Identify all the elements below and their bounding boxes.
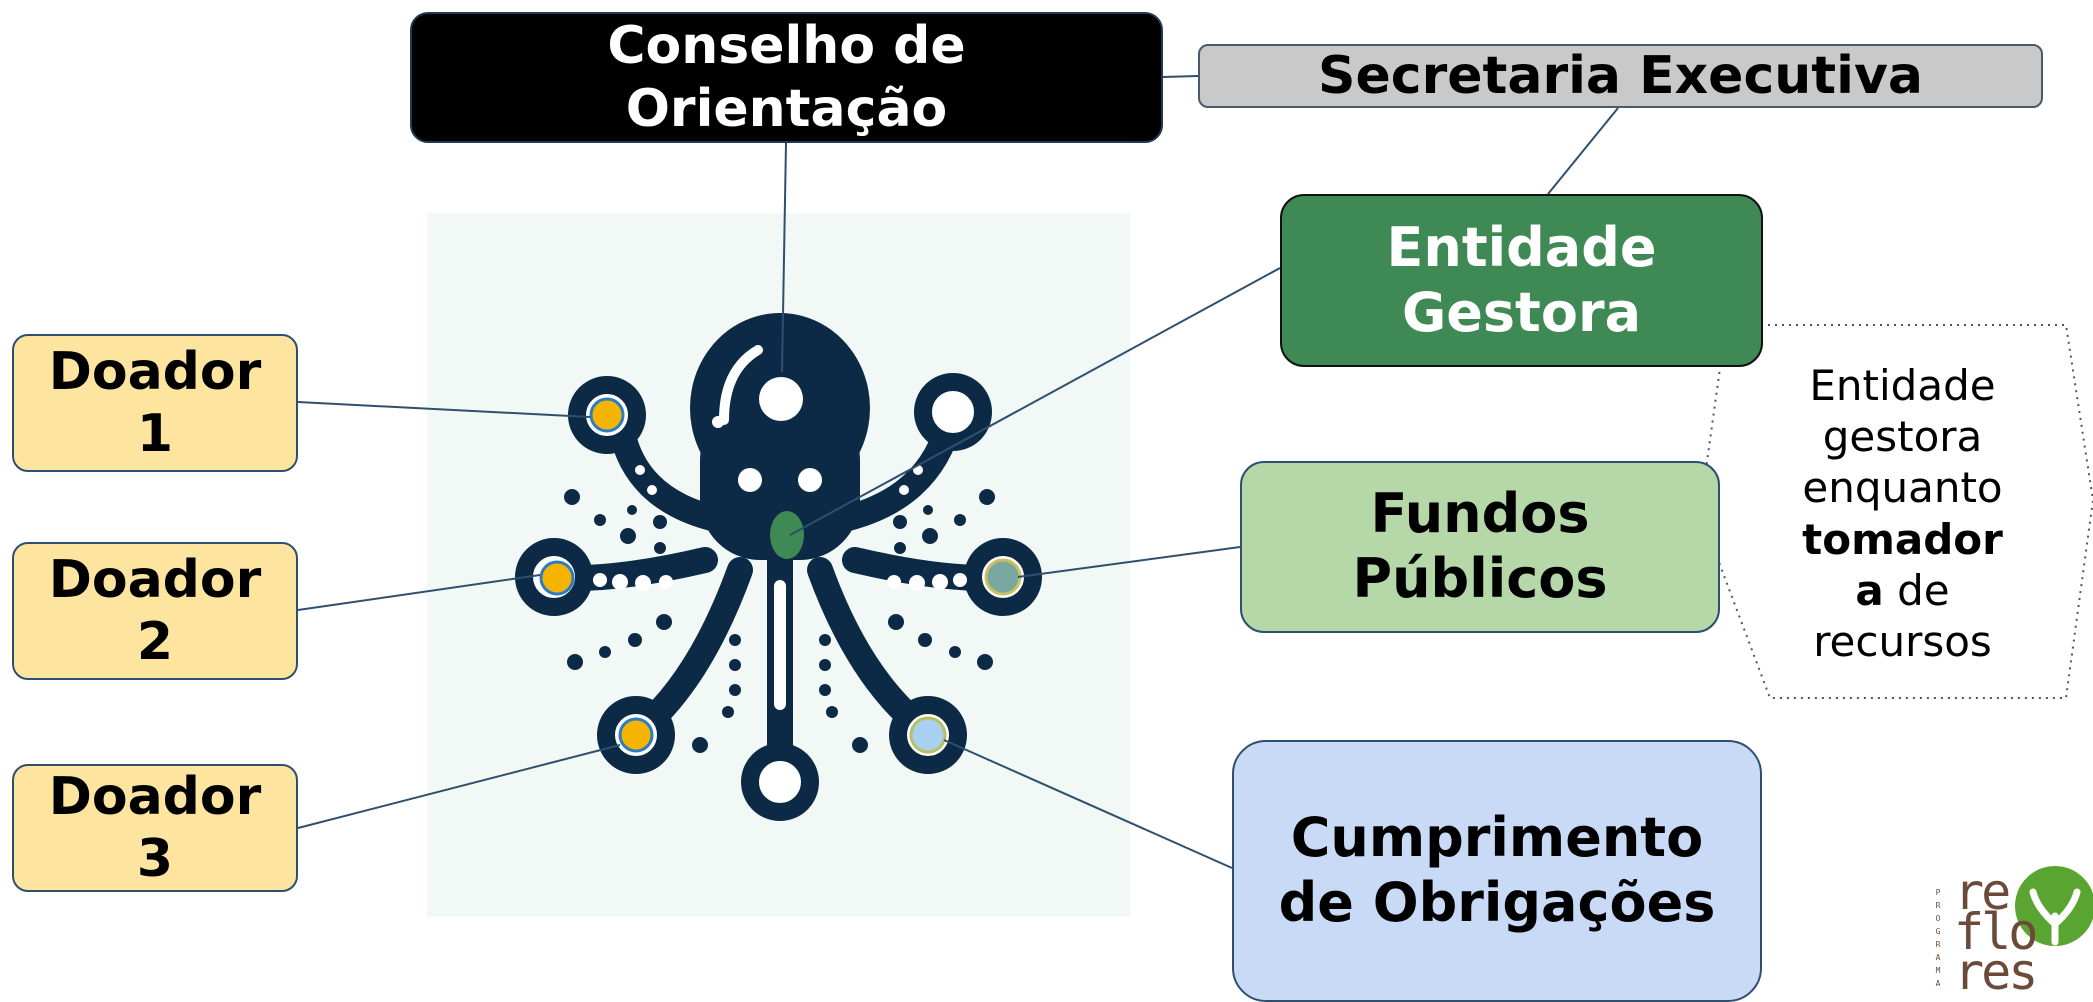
logo-wordmark: re flo res [1954, 863, 2038, 1001]
callout-text: Entidade gestora enquanto tomador a de r… [1770, 360, 2035, 667]
doador-1-line2: 1 [136, 404, 174, 464]
conselho-line1: Conselho de [607, 16, 966, 77]
cumprimento-line2: de Obrigações [1278, 871, 1716, 934]
logo-word-line1: re [1954, 863, 2011, 921]
octopus-illustration [515, 313, 1042, 821]
doador-3-line2: 3 [136, 829, 174, 889]
entidade-line2: Gestora [1401, 280, 1642, 344]
doador-2-line2: 2 [136, 612, 174, 672]
conselho-line2: Orientação [625, 78, 948, 139]
reflores-logo [2015, 866, 2093, 946]
cumprimento-line1: Cumprimento [1290, 806, 1704, 870]
doador-3-line1: Doador [48, 766, 262, 827]
logo-vertical-text: PROGRAMA [1935, 888, 1941, 988]
doador-1-line1: Doador [48, 341, 262, 402]
callout-line6: recursos [1813, 617, 1992, 667]
doador-2-line1: Doador [48, 549, 262, 610]
callout-bold-suffix: a [1855, 565, 1884, 615]
fundos-line2: Públicos [1352, 547, 1608, 610]
entidade-line1: Entidade [1386, 215, 1657, 279]
secretaria-label: Secretaria Executiva [1318, 45, 1923, 106]
callout-bold-word: tomador [1802, 514, 2003, 564]
callout-after-bold: de [1883, 565, 1950, 615]
callout-line3: enquanto [1802, 463, 2003, 513]
logo-word-line3: res [1954, 943, 2038, 1001]
callout-line2: gestora [1822, 412, 1983, 462]
logo-word-line2: flo [1954, 903, 2038, 961]
leaf-icon [2015, 866, 2093, 946]
connector-lines [297, 75, 1619, 869]
secretaria-executiva-box: Secretaria Executiva [1198, 44, 2043, 108]
callout-line1: Entidade [1809, 361, 1996, 410]
fundos-line1: Fundos [1370, 482, 1590, 546]
